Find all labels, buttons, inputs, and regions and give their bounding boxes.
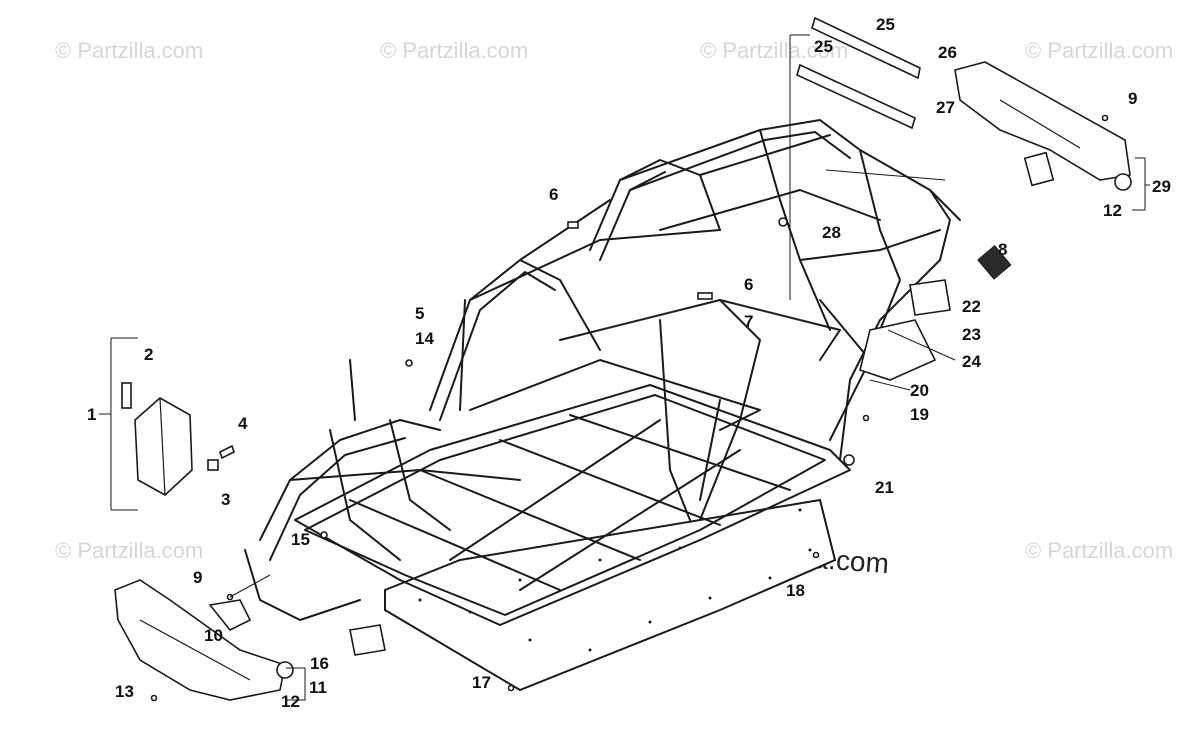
- watermark-top-right: © Partzilla.com: [700, 38, 848, 63]
- callout-14: 14: [415, 329, 434, 348]
- callout-10: 10: [204, 626, 223, 645]
- callout-5: 5: [415, 304, 424, 323]
- callout-25b: 25: [814, 37, 833, 56]
- clip-6b: [697, 292, 713, 300]
- callout-18: 18: [786, 581, 805, 600]
- callout-22: 22: [962, 297, 981, 316]
- screw-17: [507, 684, 515, 692]
- callout-20: 20: [910, 381, 929, 400]
- callout-9-rear: 9: [1128, 89, 1137, 108]
- callout-13: 13: [115, 682, 134, 701]
- watermark-top-left: © Partzilla.com: [55, 38, 203, 63]
- screw-19: [862, 414, 870, 422]
- callout-19: 19: [910, 405, 929, 424]
- bracket-16: [349, 624, 386, 656]
- callout-11: 11: [309, 678, 327, 697]
- grille-8: [977, 245, 1012, 280]
- watermark-bottom-right: © Partzilla.com: [1025, 538, 1173, 563]
- callout-21: 21: [875, 478, 894, 497]
- roof-bar-26: [811, 16, 921, 80]
- main-frame: [244, 119, 961, 626]
- callout-17: 17: [472, 673, 491, 692]
- callout-8: 8: [998, 240, 1007, 259]
- nut-28: [778, 217, 788, 227]
- grommet-21: [843, 454, 855, 466]
- callout-28: 28: [822, 223, 841, 242]
- callout-3: 3: [221, 490, 230, 509]
- callout-1: 1: [87, 405, 96, 424]
- callout-4: 4: [238, 414, 248, 433]
- watermark-top-far-right: © Partzilla.com: [1025, 38, 1173, 63]
- callout-9-front: 9: [193, 568, 202, 587]
- screw-18: [812, 551, 820, 559]
- callout-16: 16: [310, 654, 329, 673]
- watermark-bottom-left: © Partzilla.com: [55, 538, 203, 563]
- plate-20: [859, 319, 937, 381]
- watermark-top-center: © Partzilla.com: [380, 38, 528, 63]
- callout-2: 2: [144, 345, 153, 364]
- nut-3: [207, 459, 219, 471]
- bracket-10: [208, 599, 252, 632]
- clip-6a: [567, 221, 579, 229]
- leader-lines: [99, 34, 1150, 701]
- roof-bar-27: [796, 63, 916, 130]
- callout-12-front: 12: [281, 692, 300, 711]
- front-bumper: [114, 579, 294, 701]
- callout-29: 29: [1152, 177, 1171, 196]
- callout-26: 26: [938, 43, 957, 62]
- callout-6a: 6: [549, 185, 558, 204]
- callout-24: 24: [962, 352, 981, 371]
- callout-23: 23: [962, 325, 981, 344]
- callout-6b: 6: [744, 275, 753, 294]
- plug-15: [320, 531, 328, 539]
- callout-25a: 25: [876, 15, 895, 34]
- screw-13: [150, 694, 158, 702]
- plug-14: [405, 359, 413, 367]
- screw-9-rear: [1101, 114, 1109, 122]
- bracket-22: [909, 279, 951, 316]
- callout-15: 15: [291, 530, 310, 549]
- small-parts: [150, 114, 1109, 702]
- side-panel: [121, 382, 193, 496]
- callout-12-rear: 12: [1103, 201, 1122, 220]
- callout-27: 27: [936, 98, 955, 117]
- callout-numbers: 25 25 26 27 9 29 12 28 6 8 22 23 24 6 7 …: [87, 15, 1171, 711]
- bolt-4: [219, 444, 235, 460]
- skid-plate: [384, 498, 837, 692]
- rear-bumper: [954, 61, 1132, 191]
- callout-7: 7: [744, 312, 753, 331]
